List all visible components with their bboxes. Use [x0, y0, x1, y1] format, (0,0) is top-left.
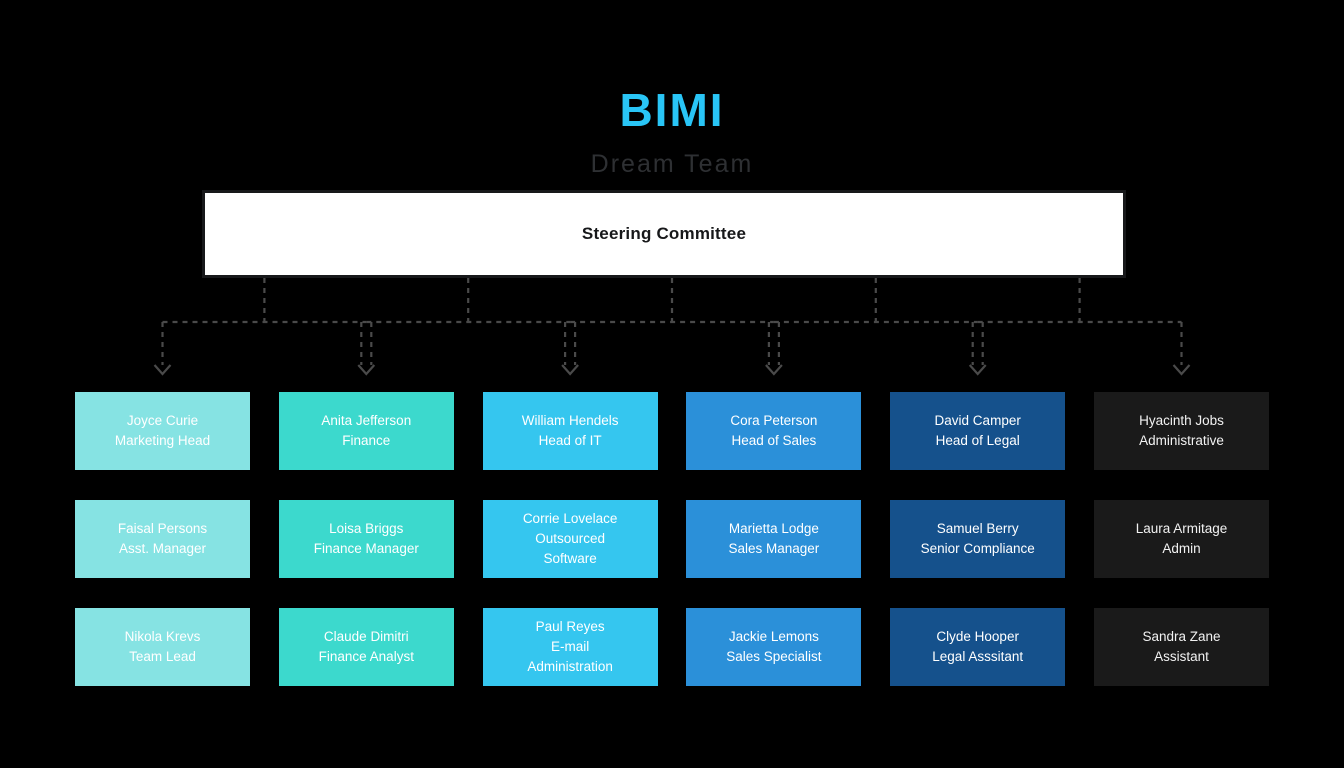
person-role: Team Lead: [129, 649, 196, 664]
steering-committee-node[interactable]: Steering Committee: [202, 190, 1126, 278]
person-name: Anita Jefferson: [321, 413, 412, 428]
steering-committee-body: Steering Committee: [205, 193, 1123, 275]
page-subtitle: Dream Team: [590, 150, 754, 178]
person-name: Jackie Lemons: [728, 629, 819, 644]
person-name: Hyacinth Jobs: [1139, 413, 1224, 428]
person-name: Samuel Berry: [936, 521, 1019, 536]
connector-arrow-c1: [357, 364, 376, 376]
connector-arrow-c4: [968, 364, 987, 376]
person-role: Administrative: [1139, 433, 1224, 448]
person-role: Sales Manager: [728, 541, 820, 556]
page-title: BIMI: [619, 84, 725, 136]
person-role: Administration: [527, 659, 613, 674]
person-role: Head of Legal: [935, 433, 1020, 448]
person-name: Clyde Hooper: [936, 629, 1019, 644]
person-name: Laura Armitage: [1135, 521, 1228, 536]
person-name: Paul Reyes: [535, 619, 605, 634]
person-name: Nikola Krevs: [124, 629, 201, 644]
person-name: Joyce Curie: [126, 413, 199, 428]
connector-arrow-c2: [561, 364, 579, 376]
person-name: Faisal Persons: [117, 521, 208, 536]
person-name: Loisa Briggs: [329, 521, 404, 536]
steering-committee-label: Steering Committee: [581, 224, 747, 243]
person-role: Marketing Head: [114, 433, 211, 448]
person-role: Head of IT: [538, 433, 602, 448]
person-role: Legal Asssitant: [932, 649, 1024, 664]
person-name: Cora Peterson: [730, 413, 818, 428]
person-role: Assistant: [1154, 649, 1209, 664]
person-role: Finance Manager: [313, 541, 419, 556]
person-name: David Camper: [934, 413, 1021, 428]
person-name: William Hendels: [521, 413, 619, 428]
person-role: Outsourced: [535, 531, 605, 546]
person-name: Claude Dimitri: [323, 629, 409, 644]
person-role: Senior Compliance: [920, 541, 1035, 556]
person-role: Admin: [1162, 541, 1201, 556]
connector-arrow-c5: [1172, 364, 1191, 376]
person-role: Finance: [342, 433, 391, 448]
person-role: Sales Specialist: [726, 649, 822, 664]
person-name: Sandra Zane: [1142, 629, 1221, 644]
person-role: Asst. Manager: [118, 541, 207, 556]
person-role: Head of Sales: [731, 433, 817, 448]
person-name: Marietta Lodge: [728, 521, 819, 536]
person-role: Software: [543, 551, 597, 566]
person-name: Corrie Lovelace: [522, 511, 618, 526]
connector-arrow-c3: [765, 364, 783, 376]
person-role: E-mail: [550, 639, 590, 654]
connector-arrow-c0: [153, 364, 172, 376]
person-role: Finance Analyst: [318, 649, 414, 664]
